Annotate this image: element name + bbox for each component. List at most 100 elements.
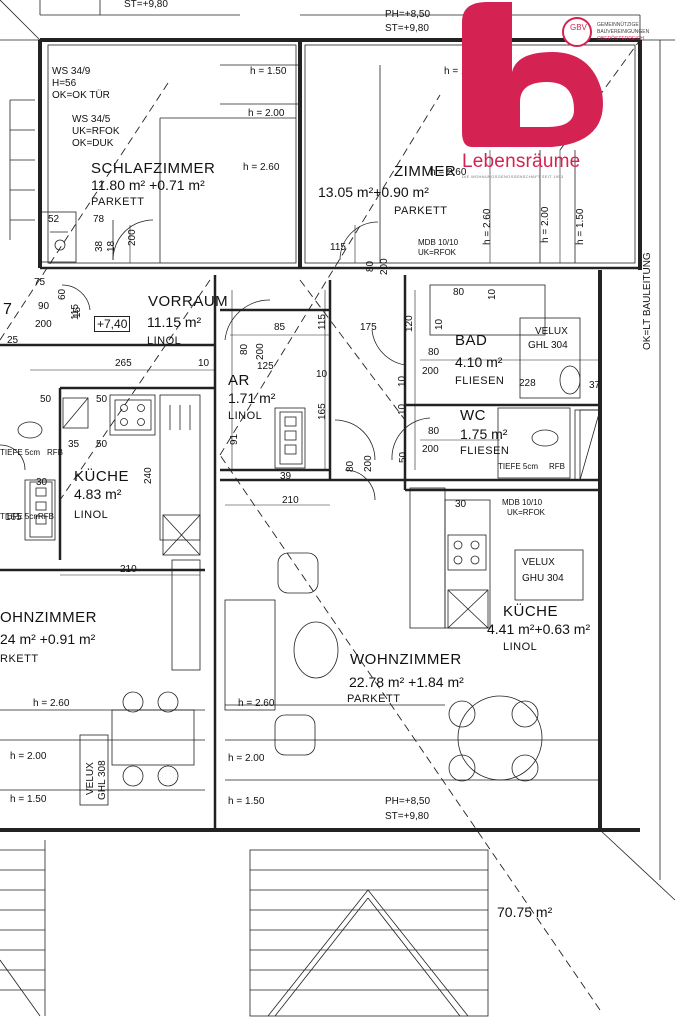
velux3-type: GHL 308 bbox=[97, 760, 108, 800]
dim-80-b: 80 bbox=[239, 343, 250, 355]
velux1-type: GHL 304 bbox=[528, 340, 568, 351]
height-150-left: h = 1.50 bbox=[10, 794, 47, 805]
brand-name: Lebensräume bbox=[462, 151, 581, 172]
room-zimmer-area: 13.05 m²+0.90 m² bbox=[318, 184, 429, 200]
height-200-bedroom: h = 2.00 bbox=[248, 108, 285, 119]
room-wohnzimmer-name: WOHNZIMMER bbox=[350, 651, 462, 668]
height-260-v: h = 2.60 bbox=[482, 208, 493, 245]
dim-75: 75 bbox=[34, 277, 46, 288]
dim-175: 175 bbox=[360, 322, 377, 333]
dim-91: 91 bbox=[229, 433, 240, 445]
rfb3-note: RFB bbox=[38, 512, 54, 521]
dim-115-c: 115 bbox=[317, 314, 328, 330]
dim-10-d: 10 bbox=[434, 318, 445, 330]
room-vorraum-name: VORRAUM bbox=[148, 293, 229, 310]
room-vorraum-floor: LINOL bbox=[147, 335, 182, 347]
velux3-label: VELUX bbox=[85, 762, 96, 795]
dim-120: 120 bbox=[404, 315, 415, 332]
gbv-line-1: GEMEINNÜTZIGE bbox=[597, 22, 639, 28]
dim-90: 90 bbox=[38, 301, 50, 312]
room-wohnzimmer-floor: PARKETT bbox=[347, 693, 401, 705]
ws2-ok-note: OK=DUK bbox=[72, 138, 114, 149]
dim-50-c: 50 bbox=[96, 394, 108, 405]
st-top-left: ST=+9,80 bbox=[124, 0, 168, 10]
dim-200-d: 200 bbox=[255, 343, 266, 360]
dim-85: 85 bbox=[274, 322, 286, 333]
tiefe1-note: TIEFE 5cm bbox=[0, 448, 41, 457]
room-kueche-left-name: KÜCHE bbox=[74, 468, 130, 485]
height-260-living: h = 2.60 bbox=[238, 698, 275, 709]
ws2-uk-note: UK=RFOK bbox=[72, 126, 120, 137]
dim-38: 38 bbox=[94, 240, 105, 252]
dim-10-e: 10 bbox=[397, 375, 408, 387]
dim-18: 18 bbox=[106, 240, 117, 252]
tiefe2-note: TIEFE 5cm bbox=[498, 462, 539, 471]
dim-30-a: 30 bbox=[455, 499, 467, 510]
velux2-label: VELUX bbox=[522, 557, 555, 568]
rfb2-note: RFB bbox=[549, 462, 565, 471]
ph-top-center: PH=+8,50 bbox=[385, 9, 431, 20]
dim-30-b: 30 bbox=[36, 477, 48, 488]
room-schlafzimmer-area: 11.80 m² +0.71 m² bbox=[91, 177, 205, 193]
dim-165-b: 165 bbox=[5, 512, 22, 523]
dim-15: 15 bbox=[72, 306, 83, 318]
room-wohnzimmer-left-floor: RKETT bbox=[0, 653, 39, 665]
dim-50-b: 50 bbox=[40, 394, 52, 405]
gbv-line-2: BAUVEREINIGUNGEN bbox=[597, 29, 650, 35]
room-schlafzimmer-name: SCHLAFZIMMER bbox=[91, 160, 216, 177]
mdb1-note: MDB 10/10 bbox=[418, 238, 459, 247]
dim-200-b: 200 bbox=[379, 258, 390, 275]
ws1-h-note: H=56 bbox=[52, 78, 77, 89]
height-150-living: h = 1.50 bbox=[228, 796, 265, 807]
velux1-label: VELUX bbox=[535, 326, 568, 337]
room-ar-floor: LINOL bbox=[228, 410, 263, 422]
dim-50-d: 50 bbox=[96, 439, 108, 450]
height-200-v: h = 2.00 bbox=[540, 206, 551, 243]
mdb1-uk-note: UK=RFOK bbox=[418, 248, 457, 257]
dim-35: 35 bbox=[68, 439, 80, 450]
dim-125: 125 bbox=[257, 361, 274, 372]
lebensraeume-heart-icon: GBV bbox=[462, 2, 603, 147]
dim-210-a: 210 bbox=[282, 495, 299, 506]
room-kueche-left-area: 4.83 m² bbox=[74, 486, 122, 502]
dim-228: 228 bbox=[519, 378, 536, 389]
room-bad-area: 4.10 m² bbox=[455, 354, 503, 370]
height-260-bedroom: h = 2.60 bbox=[243, 162, 280, 173]
room-zimmer-name: ZIMMER bbox=[394, 163, 457, 180]
dim-200-c: 200 bbox=[35, 319, 52, 330]
dim-60: 60 bbox=[57, 288, 68, 300]
dim-39: 39 bbox=[280, 471, 292, 482]
height-150-bedroom: h = 1.50 bbox=[250, 66, 287, 77]
gbv-mark: GBV bbox=[570, 23, 588, 32]
ph-bottom: PH=+8,50 bbox=[385, 796, 431, 807]
room-wc-name: WC bbox=[460, 407, 486, 424]
ws1-note: WS 34/9 bbox=[52, 66, 91, 77]
room-kueche-left-floor: LINOL bbox=[74, 509, 109, 521]
room-wc-floor: FLIESEN bbox=[460, 445, 510, 457]
bauleitung-note: OK=LT BAULEITUNG bbox=[642, 252, 653, 350]
dim-80-f: 80 bbox=[345, 460, 356, 472]
room-wohnzimmer-area: 22.78 m² +1.84 m² bbox=[349, 674, 464, 690]
ws2-note: WS 34/5 bbox=[72, 114, 111, 125]
dim-78: 78 bbox=[93, 214, 105, 225]
room-schlafzimmer-floor: PARKETT bbox=[91, 196, 145, 208]
dim-200-a: 200 bbox=[127, 229, 138, 246]
room-wc-area: 1.75 m² bbox=[460, 426, 508, 442]
dim-25: 25 bbox=[7, 335, 19, 346]
room-kueche-right-floor: LINOL bbox=[503, 641, 538, 653]
dim-50-a: 50 bbox=[398, 451, 409, 463]
room-zimmer-floor: PARKETT bbox=[394, 205, 448, 217]
room-kueche-right-name: KÜCHE bbox=[503, 603, 559, 620]
dim-80-e: 80 bbox=[428, 426, 440, 437]
height-260-left: h = 2.60 bbox=[33, 698, 70, 709]
dim-80-a: 80 bbox=[365, 260, 376, 272]
dim-7: 7 bbox=[3, 301, 12, 318]
exterior-walls bbox=[0, 38, 642, 832]
tiefe3-note: TIEFE 5cm bbox=[0, 512, 41, 521]
st-bottom: ST=+9,80 bbox=[385, 811, 429, 822]
brand-tagline: DIE WOHNUNGSGENOSSENSCHAFT SEIT 1953 bbox=[462, 174, 564, 179]
dim-80-d: 80 bbox=[428, 347, 440, 358]
terrace-area: 70.75 m² bbox=[497, 904, 553, 920]
dim-240: 240 bbox=[143, 467, 154, 484]
ws1-ok-note: OK=OK TÜR bbox=[52, 90, 110, 101]
